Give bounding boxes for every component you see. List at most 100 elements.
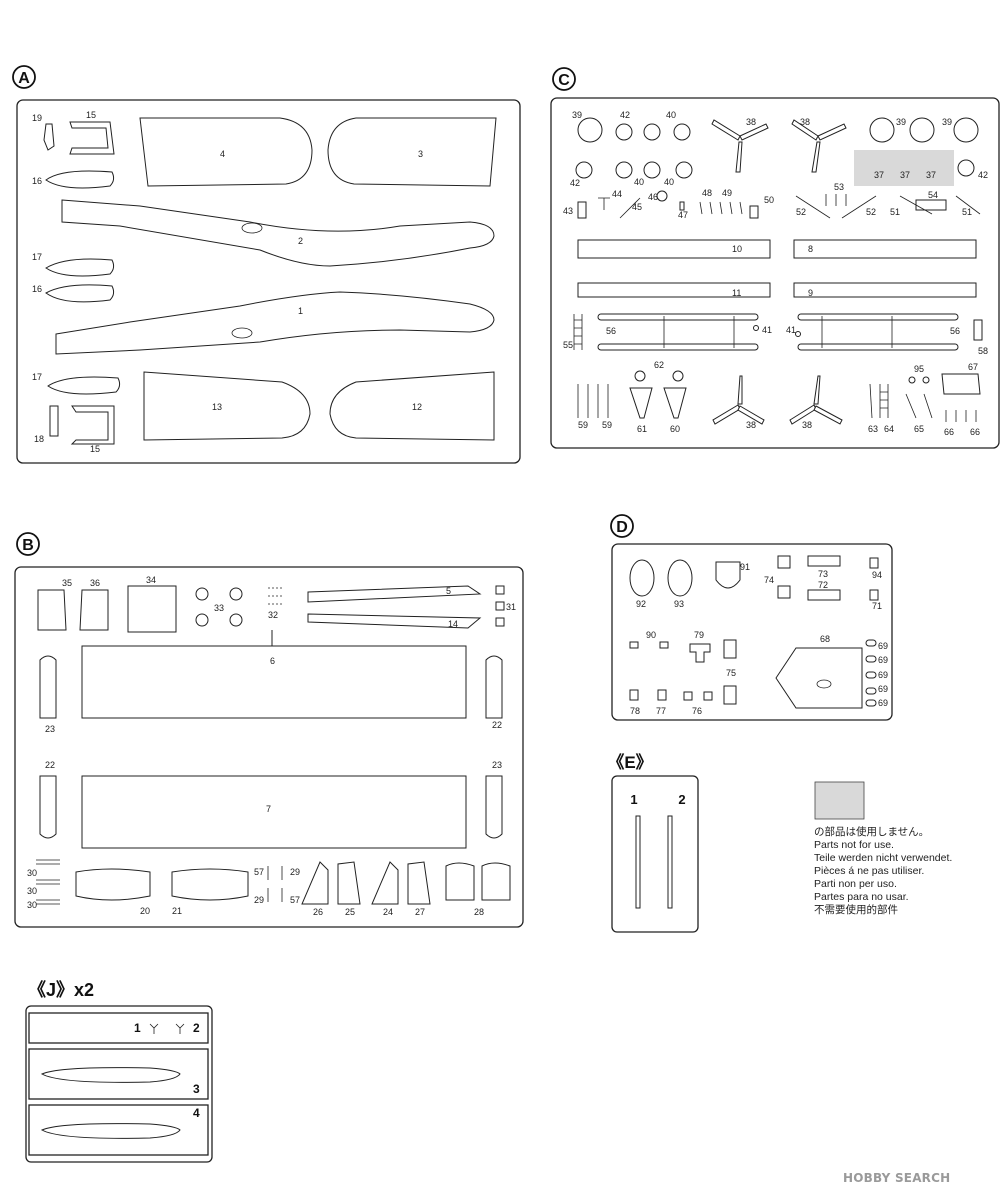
part-a-12-wing [329,371,495,441]
label-c-49: 49 [722,188,732,198]
label-c-63: 63 [868,424,878,434]
label-b-22-b: 22 [45,760,55,770]
label-d-72: 72 [818,580,828,590]
part-c-39-c [909,117,935,143]
part-j-1 [149,1023,159,1034]
part-a-19 [43,123,55,151]
part-d-94 [869,557,879,569]
part-j-3 [40,1067,181,1083]
part-c-9 [793,282,977,298]
label-j-1: 1 [134,1021,141,1035]
label-d-69-c: 69 [878,670,888,680]
sheet-a: A 19 15 4 3 16 2 17 16 1 17 [12,65,521,464]
part-d-72 [807,589,841,601]
part-d-69-c [865,671,877,679]
label-c-38-d: 38 [802,420,812,430]
label-b-6: 6 [270,656,275,666]
part-c-56-b-bottom [797,343,959,351]
part-d-75-a [723,639,737,659]
part-c-40-b [615,161,633,179]
part-b-21 [171,868,249,901]
part-a-2-fuselage [61,199,495,267]
note-line-fr: Pièces á ne pas utiliser. [814,865,925,877]
part-b-32 [268,587,284,605]
label-b-23-a: 23 [45,724,55,734]
part-c-61 [629,387,653,419]
part-c-49 [729,201,743,215]
label-b-25: 25 [345,907,355,917]
label-c-54: 54 [928,190,938,200]
part-c-67 [941,373,981,395]
part-j-2 [175,1023,185,1034]
part-c-44 [598,197,610,210]
part-b-27 [407,861,431,905]
part-d-69-b [865,655,877,663]
label-c-58: 58 [978,346,988,356]
part-a-4-wing [139,117,313,187]
sheet-a-frame [16,99,521,464]
part-c-42-b [643,123,661,141]
part-c-60 [663,387,687,419]
sheet-d-frame [611,543,893,721]
label-c-42-c: 42 [570,178,580,188]
label-b-35: 35 [62,578,72,588]
part-c-59 [577,384,609,418]
part-a-16-top [45,170,115,189]
label-c-46: 46 [648,192,658,202]
part-d-68 [775,647,863,709]
label-b-21: 21 [172,906,182,916]
sheet-j-row-3 [28,1104,209,1156]
part-c-95-a [908,376,916,384]
label-c-40-b: 40 [634,177,644,187]
sheet-b-title: B [22,537,34,554]
part-b-14 [307,613,482,629]
label-a-16-bottom: 16 [32,284,42,294]
label-c-38-a: 38 [746,117,756,127]
label-d-69-b: 69 [878,655,888,665]
label-c-11: 11 [732,288,741,298]
label-d-94: 94 [872,570,882,580]
part-c-52-b [841,195,877,219]
part-c-51-b [955,195,981,215]
part-d-75-b [723,685,737,705]
sheet-c-title: C [558,72,570,89]
part-c-50 [749,205,759,219]
part-b-31-a [495,585,505,595]
part-c-41-a [753,325,759,331]
part-d-69-e [865,699,877,707]
label-c-45: 45 [632,202,642,212]
label-e-1: 1 [630,792,637,807]
label-b-33: 33 [214,603,224,613]
part-c-42-c [575,161,593,179]
note-line-es: Partes para no usar. [814,891,909,903]
part-d-90-b [659,641,669,649]
label-d-92: 92 [636,599,646,609]
part-b-22-a [485,655,503,719]
part-a-18 [49,405,59,437]
label-c-59-a: 59 [578,420,588,430]
sheet-j-frame [25,1005,213,1163]
label-c-37-a: 37 [874,170,884,180]
label-b-32: 32 [268,610,278,620]
part-b-26 [301,861,329,905]
part-d-77 [657,689,667,701]
part-b-34 [127,585,177,633]
part-a-2-hole [241,222,263,234]
label-a-15-top: 15 [86,110,96,120]
label-a-17-top: 17 [32,252,42,262]
sheet-d-title: D [616,519,628,536]
label-c-52-b: 52 [866,207,876,217]
part-c-42-d [957,159,975,177]
label-b-30-c: 30 [27,900,37,910]
part-c-56-b-top [797,313,959,321]
label-c-65: 65 [914,424,924,434]
label-c-38-c: 38 [746,420,756,430]
not-for-use-swatch [814,781,865,820]
part-d-76-a [683,691,693,701]
sheet-j-row-1 [28,1012,209,1044]
label-c-40-a: 40 [666,110,676,120]
part-c-55 [573,314,583,350]
part-b-31-c [495,617,505,627]
label-c-39-b: 39 [896,117,906,127]
part-b-33-c [195,613,209,627]
